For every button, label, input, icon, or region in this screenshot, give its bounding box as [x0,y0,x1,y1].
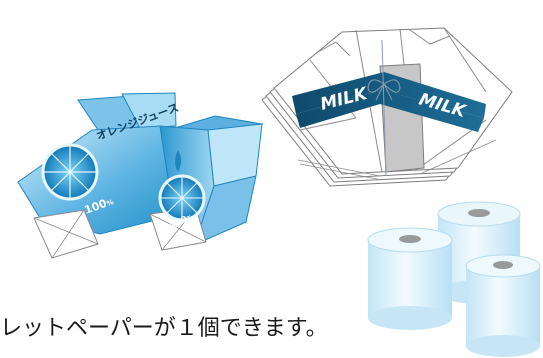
caption-text: レットペーパーが１個できます。 [0,316,328,341]
toilet-paper-rolls [367,201,541,357]
toilet-roll-left-icon [367,227,453,330]
orange-juice-carton: オレンジジュース 100% 100% [17,92,264,259]
string-bow-icon [367,39,401,177]
milk-carton-bundle: MILK MILK [261,27,513,187]
orange-slice-large-icon [41,143,99,201]
leaf-icon [175,150,181,172]
toilet-roll-right-icon [465,254,541,357]
orange-slice-small-icon [158,174,206,222]
